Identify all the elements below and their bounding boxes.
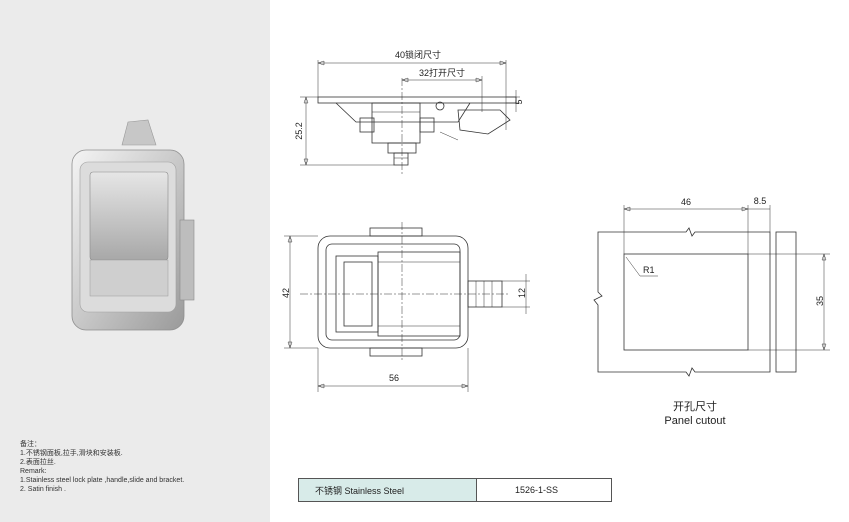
remarks-en-heading: Remark: — [20, 468, 47, 475]
cutout-title-cn: 开孔尺寸 — [673, 401, 717, 413]
dim-open-size: 32打开尺寸 — [419, 67, 465, 78]
side-view: 40锁闭尺寸 32打开尺寸 5 25.2 — [294, 49, 524, 174]
dim-25-2: 25.2 — [294, 122, 304, 140]
panel-cutout-caption: 开孔尺寸 Panel cutout — [640, 400, 750, 428]
dim-56: 56 — [389, 373, 399, 383]
technical-drawing: 40锁闭尺寸 32打开尺寸 5 25.2 — [281, 49, 830, 392]
dim-12: 12 — [517, 288, 527, 298]
dim-5: 5 — [514, 99, 524, 104]
panel-cutout-view: 46 8.5 R1 35 — [593, 196, 830, 377]
remarks-heading: 备注： — [20, 441, 41, 448]
dim-46: 46 — [681, 197, 691, 207]
dim-42: 42 — [281, 288, 291, 298]
spec-table: 不锈钢 Stainless Steel 1526-1-SS — [298, 478, 612, 502]
remarks: 备注： 1.不锈钢面板,拉手,滑块和安装板. 2.表面拉丝. Remark: 1… — [20, 440, 184, 494]
dim-r1: R1 — [643, 265, 655, 275]
remarks-en-2: 2. Satin finish . — [20, 486, 66, 493]
dim-lock-size: 40锁闭尺寸 — [395, 49, 441, 60]
remarks-cn-2: 2.表面拉丝. — [20, 459, 56, 466]
material-cell: 不锈钢 Stainless Steel — [299, 479, 477, 501]
cutout-title-en: Panel cutout — [664, 415, 726, 427]
dim-8-5: 8.5 — [754, 196, 767, 206]
product-photo — [71, 119, 195, 331]
dim-35: 35 — [815, 296, 825, 306]
front-view: 42 12 56 — [281, 222, 530, 392]
model-cell: 1526-1-SS — [515, 485, 559, 495]
remarks-en-1: 1.Stainless steel lock plate ,handle,sli… — [20, 477, 185, 484]
remarks-cn-1: 1.不锈钢面板,拉手,滑块和安装板. — [20, 450, 123, 457]
